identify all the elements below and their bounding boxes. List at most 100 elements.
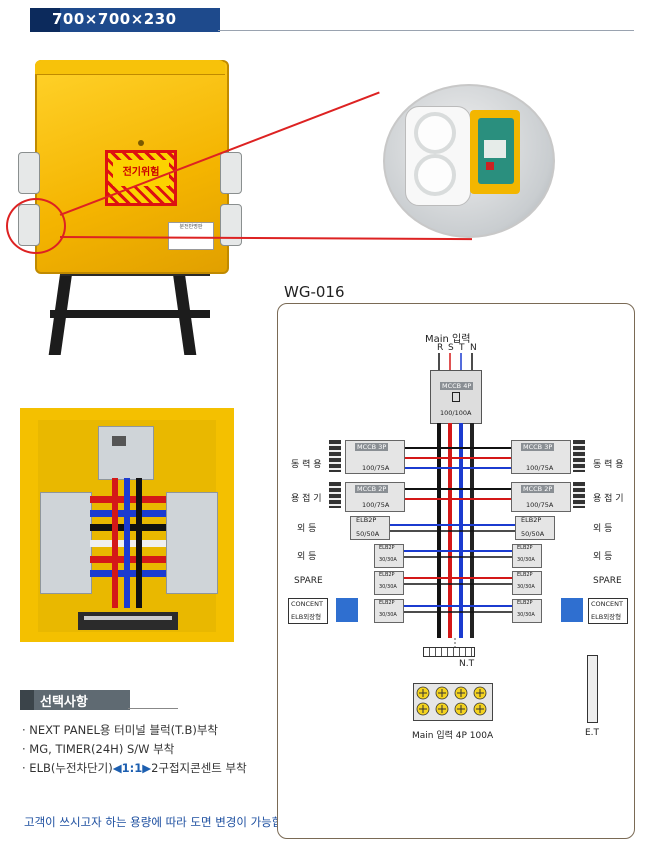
row-label-left: 동 력 용 bbox=[291, 460, 322, 470]
breaker-rating: 30/30A bbox=[379, 557, 397, 563]
breaker-rating: 30/30A bbox=[379, 612, 397, 618]
terminal-block bbox=[78, 612, 178, 630]
nt-label: N.T bbox=[459, 659, 475, 669]
breaker-name: ELB2P bbox=[517, 572, 533, 578]
breaker-rating: 30/30A bbox=[517, 584, 535, 590]
row-label-left: 외 등 bbox=[297, 552, 317, 562]
lock-icon bbox=[138, 140, 144, 146]
arrow-left-icon: ◀ bbox=[112, 761, 122, 775]
cabinet-lid bbox=[35, 60, 225, 75]
options-tab bbox=[20, 690, 130, 710]
terminal-block-right bbox=[573, 482, 585, 508]
breaker-rating: 30/30A bbox=[517, 612, 535, 618]
breaker-name: ELB2P bbox=[379, 572, 395, 578]
breaker-elb-left bbox=[374, 544, 404, 568]
breaker-name: MCCB 3P bbox=[355, 443, 389, 451]
options-divider bbox=[128, 708, 178, 709]
breaker-elb-left bbox=[374, 571, 404, 595]
socket-outlet-icon bbox=[414, 154, 456, 196]
breaker-name: MCCB 2P bbox=[355, 485, 389, 493]
name-plate: 분전반명판 bbox=[168, 222, 214, 250]
main-breaker bbox=[430, 370, 482, 424]
main-feed-lines bbox=[438, 353, 473, 370]
option-item-prefix: · ELB(누전차단기) bbox=[22, 761, 113, 775]
breaker-name: ELB2P bbox=[356, 516, 377, 524]
breaker-rating: 30/30A bbox=[379, 584, 397, 590]
socket-outlet-icon bbox=[414, 112, 456, 154]
breaker-name: MCCB 2P bbox=[521, 485, 555, 493]
socket-left-top bbox=[18, 152, 40, 194]
concent-label: CONCENT bbox=[291, 600, 323, 608]
header-bar bbox=[30, 8, 220, 32]
breaker-elb-left bbox=[374, 599, 404, 623]
header-divider bbox=[218, 30, 634, 31]
zoom-elb-face bbox=[484, 140, 506, 158]
socket-right-top bbox=[220, 152, 242, 194]
breaker-elb-right bbox=[512, 571, 542, 595]
breaker-rating: 100/75A bbox=[526, 464, 554, 472]
option-item-elb: · ELB(누전차단기)◀1:1▶2구접지콘센트 부착 bbox=[22, 760, 247, 776]
row-label-right: 외 등 bbox=[593, 524, 613, 534]
breaker-rating: 100/75A bbox=[362, 501, 390, 509]
size-title: 700×700×230 bbox=[52, 10, 177, 28]
option-ratio: 1:1 bbox=[121, 761, 143, 775]
breaker-name: ELB2P bbox=[517, 545, 533, 551]
breaker-elb-right bbox=[515, 516, 555, 540]
main-input-label: Main 입력 bbox=[425, 334, 471, 345]
breaker-name: ELB2P bbox=[521, 516, 542, 524]
test-button-icon bbox=[486, 162, 494, 170]
phase-n: N bbox=[470, 343, 477, 353]
row-label-left: SPARE bbox=[294, 576, 323, 586]
breaker-rating: 50/50A bbox=[356, 530, 380, 538]
header-accent bbox=[30, 8, 60, 32]
breaker-toggle-icon bbox=[452, 392, 460, 402]
row-label-left: 용 접 기 bbox=[291, 494, 322, 504]
concent-label: CONCENT bbox=[591, 600, 623, 608]
breaker-name: ELB2P bbox=[517, 600, 533, 606]
outlet-icon bbox=[336, 598, 358, 622]
footer-note: 고객이 쓰시고자 하는 용량에 따라 도면 변경이 가능합니다. bbox=[24, 815, 308, 829]
terminal-screws bbox=[416, 686, 487, 716]
phase-r: R bbox=[437, 343, 444, 353]
concent-box-right bbox=[588, 598, 628, 624]
vertical-bus-black bbox=[136, 478, 142, 608]
breaker-rating: 30/30A bbox=[517, 557, 535, 563]
row-label-right: SPARE bbox=[593, 576, 622, 586]
concent-box-left bbox=[288, 598, 328, 624]
phase-s: S bbox=[448, 343, 454, 353]
stand-crossbar bbox=[50, 310, 210, 318]
terminal-block-right bbox=[573, 440, 585, 472]
option-item: · MG, TIMER(24H) S/W 부착 bbox=[22, 742, 175, 756]
row-label-right: 외 등 bbox=[593, 552, 613, 562]
terminal-strip bbox=[84, 616, 172, 620]
row-label-left: 외 등 bbox=[297, 524, 317, 534]
breaker-toggle-icon bbox=[112, 436, 126, 446]
breaker-rating: 50/50A bbox=[521, 530, 545, 538]
breaker-rating: 100/75A bbox=[526, 501, 554, 509]
vertical-bus-blue bbox=[124, 478, 130, 608]
options-heading: 선택사항 bbox=[40, 695, 88, 710]
left-breaker-stack bbox=[40, 492, 92, 594]
socket-right-bottom bbox=[220, 204, 242, 246]
breaker-elb-right bbox=[512, 599, 542, 623]
neutral-terminal-bar bbox=[423, 647, 475, 657]
outlet-icon bbox=[561, 598, 583, 622]
main-terminal-label: Main 입력 4P 100A bbox=[412, 731, 494, 741]
zoom-highlight-circle bbox=[6, 198, 66, 254]
row-label-right: 용 접 기 bbox=[593, 494, 624, 504]
breaker-name: ELB2P bbox=[379, 545, 395, 551]
main-breaker-module bbox=[98, 426, 154, 480]
wiring-svg bbox=[377, 353, 532, 648]
earth-terminal-bar bbox=[587, 655, 598, 723]
option-item-suffix: 2구접지콘센트 부착 bbox=[151, 761, 247, 775]
breaker-name: MCCB 3P bbox=[521, 443, 555, 451]
terminal-block-left bbox=[329, 440, 341, 472]
diagram-title: WG-016 bbox=[284, 283, 345, 301]
right-breaker-stack bbox=[166, 492, 218, 594]
row-label-right: 동 력 용 bbox=[593, 460, 624, 470]
arrow-right-icon: ▶ bbox=[142, 761, 152, 775]
concent-sublabel: ELB외장형 bbox=[591, 613, 622, 621]
breaker-rating: 100/75A bbox=[362, 464, 390, 472]
breaker-name: ELB2P bbox=[379, 600, 395, 606]
option-item: · NEXT PANEL용 터미널 블럭(T.B)부착 bbox=[22, 723, 219, 737]
